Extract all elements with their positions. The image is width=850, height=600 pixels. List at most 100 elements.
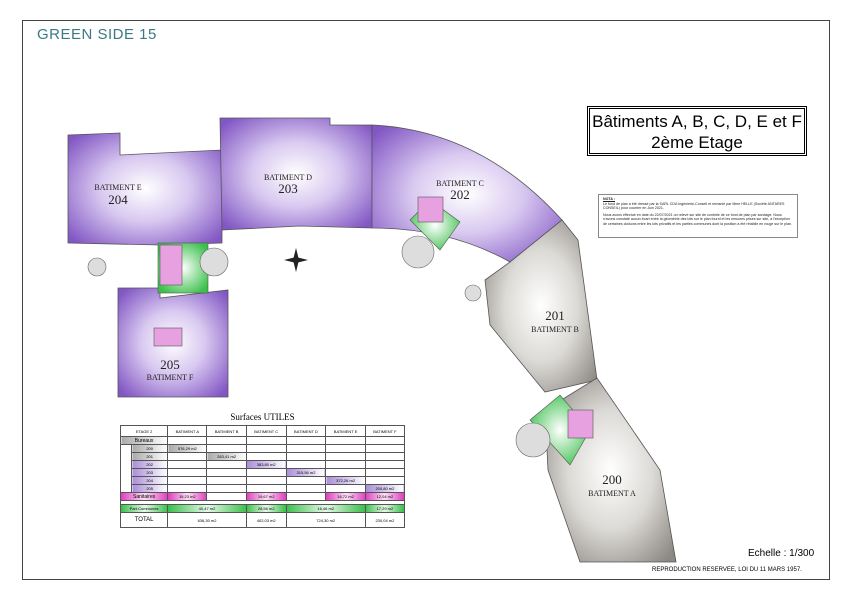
cell (285, 452, 327, 461)
building-e-outline (67, 132, 223, 246)
sanitaires-label: Sanitaires (119, 492, 169, 501)
cell (364, 444, 406, 453)
stair-e (87, 257, 107, 277)
cell (325, 460, 366, 469)
cell: 40,47 m2 (167, 504, 247, 513)
communes-label: Part.Communes (119, 504, 169, 513)
notes-paragraph-1: Le fond de plan a été dressé par la SARL… (603, 201, 785, 211)
scale-label: Echelle : 1/300 (748, 548, 815, 559)
title-line-1: Bâtiments A, B, C, D, E et F (592, 112, 802, 131)
building-b-name: BATIMENT B (531, 325, 579, 334)
cell: 19,67 m2 (245, 492, 287, 501)
cell: 19,23 m2 (167, 492, 208, 501)
cell: 12,04 m2 (364, 492, 406, 501)
table-row: TOTAL 636,30 m2 402,03 m2 724,30 m2 230,… (119, 512, 406, 528)
cell: 636,30 m2 (167, 512, 247, 528)
cell (167, 468, 208, 477)
building-e-name: BATIMENT E (94, 183, 141, 192)
cell (245, 468, 287, 477)
header-cell: BATIMENT B (206, 425, 247, 437)
notes-paragraph-2: Nous avons effectué en date du 22/07/202… (603, 212, 792, 226)
lot-number: 200 (131, 444, 169, 453)
cell (206, 492, 247, 501)
brand-title: GREEN SIDE 15 (37, 26, 157, 43)
cell (245, 484, 287, 493)
table-title: Surfaces UTILES (230, 412, 295, 422)
cell (206, 444, 247, 453)
lot-number: 204 (131, 476, 169, 485)
cell: 315,56 m2 (285, 468, 327, 477)
stair-cb (464, 284, 482, 302)
table-row: 202 383,80 m2 (119, 460, 406, 469)
notes-box: NOTA : Le fond de plan a été dressé par … (598, 194, 798, 238)
cell: 230,04 m2 (364, 512, 406, 528)
page-frame (22, 20, 830, 580)
building-a-number: 200 (602, 472, 622, 487)
cell (167, 460, 208, 469)
cell (364, 476, 406, 485)
building-d-name: BATIMENT D (264, 173, 312, 182)
lot-number: 202 (131, 460, 169, 469)
reproduction-notice: REPRODUCTION RESERVEE, LOI DU 11 MARS 19… (652, 567, 802, 573)
building-e-number: 204 (108, 192, 128, 207)
header-cell: ETAGE 2 (119, 425, 169, 437)
stair-c (401, 235, 435, 269)
stair-ef (199, 247, 229, 277)
lot-number: 205 (131, 484, 169, 493)
cell (325, 484, 366, 493)
building-b-number: 201 (545, 308, 565, 323)
header-cell: BATIMENT C (245, 425, 287, 437)
cell: 383,80 m2 (245, 460, 287, 469)
header-cell: BATIMENT A (167, 425, 208, 437)
table-row: Sanitaires 19,23 m2 19,67 m2 16,72 m2 12… (119, 492, 406, 501)
cell (245, 452, 287, 461)
cell (364, 460, 406, 469)
cell: 17,29 m2 (364, 504, 406, 513)
header-cell: BATIMENT D (285, 425, 327, 437)
lot-number: 201 (131, 452, 169, 461)
title-box: Bâtiments A, B, C, D, E et F 2ème Etage (587, 106, 807, 156)
surfaces-table: ETAGE 2 BATIMENT A BATIMENT B BATIMENT C… (119, 425, 406, 528)
sanitary-f (153, 327, 183, 347)
cell: 576,29 m2 (167, 444, 208, 453)
cell: 16,46 m2 (285, 504, 366, 513)
cell (285, 460, 327, 469)
cell (167, 452, 208, 461)
building-c-name: BATIMENT C (436, 179, 484, 188)
spacer (119, 444, 133, 453)
spacer (119, 484, 133, 493)
cell (325, 468, 366, 477)
cell (285, 444, 327, 453)
cell (245, 444, 287, 453)
building-f-number: 205 (160, 357, 180, 372)
spacer (119, 452, 133, 461)
spacer (119, 468, 133, 477)
cell: 28,56 m2 (245, 504, 287, 513)
building-f-name: BATIMENT F (147, 373, 194, 382)
building-c-number: 202 (450, 187, 470, 202)
building-b-outline (484, 219, 598, 393)
notes-heading: NOTA : (603, 197, 615, 201)
cell (285, 476, 327, 485)
sanitary-c (417, 196, 444, 223)
cell (364, 468, 406, 477)
table-row: Bureaux (119, 436, 406, 445)
cell: 16,72 m2 (325, 492, 366, 501)
cell (285, 484, 327, 493)
cell (167, 476, 208, 485)
stair-a (515, 422, 551, 458)
cell (245, 476, 287, 485)
cell (206, 484, 247, 493)
compass-rose-icon (284, 248, 308, 272)
cell (206, 460, 247, 469)
cell: 724,30 m2 (285, 512, 366, 528)
cell: 402,03 m2 (245, 512, 287, 528)
header-cell: BATIMENT F (364, 425, 406, 437)
cell (167, 484, 208, 493)
title-line-2: 2ème Etage (651, 133, 743, 152)
